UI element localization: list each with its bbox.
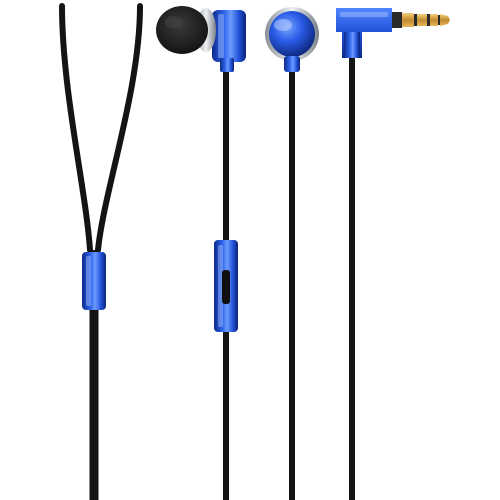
microphone-remote — [214, 240, 238, 332]
cable-splitter — [82, 252, 106, 310]
earbud-housing — [212, 10, 246, 72]
plug-pin — [392, 12, 450, 28]
remote-button — [222, 270, 230, 304]
right-earbud — [265, 7, 319, 500]
left-earbud — [156, 6, 246, 500]
earbud-back-housing — [265, 7, 319, 72]
plug-housing — [336, 8, 392, 58]
ear-tip — [156, 6, 208, 54]
audio-jack-plug — [336, 8, 450, 500]
